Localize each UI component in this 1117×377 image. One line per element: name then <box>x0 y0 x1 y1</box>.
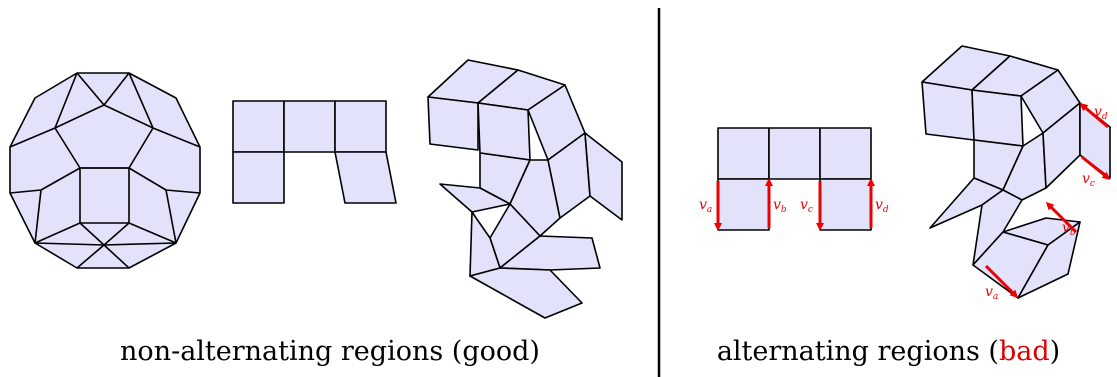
rhombus-tile <box>1017 221 1081 299</box>
vector-d-label: vd <box>875 197 889 215</box>
caption-good: non-alternating regions (good) <box>120 336 540 367</box>
decagon-region <box>9 72 201 269</box>
bad-squares-region: va vb vc vd <box>699 127 889 231</box>
square-tile <box>232 100 285 153</box>
caption-bad: alternating regions (bad) <box>660 336 1117 367</box>
vector-c-label: vc <box>800 197 813 215</box>
square-tile <box>334 100 387 153</box>
rhombus-tile <box>469 267 583 319</box>
caption-bad-suffix: ) <box>1049 336 1061 367</box>
square-tile <box>921 81 975 141</box>
vector-c2-label: vc <box>1082 171 1095 189</box>
square-tile <box>971 89 1024 147</box>
caption-bad-highlight: bad <box>998 336 1050 367</box>
rhombus-tile <box>972 189 1023 266</box>
rhombus-tile <box>334 151 397 204</box>
squares-region <box>232 100 397 204</box>
vector-a2-label: va <box>985 284 998 302</box>
bad-snake-region: va vb vc vd <box>921 45 1111 302</box>
vector-d2-label: vd <box>1094 104 1108 122</box>
snake-region <box>427 59 623 319</box>
rhombus-tile <box>499 235 601 271</box>
decagon-outline <box>9 72 201 269</box>
vector-c2-arrow <box>1081 155 1111 180</box>
vector-b2-arrow <box>1045 201 1078 234</box>
square-tile <box>717 127 770 180</box>
square-tile <box>819 127 872 180</box>
vector-b-label: vb <box>773 197 787 215</box>
square-tile <box>477 102 531 161</box>
rhombus-tile <box>584 132 623 221</box>
vector-d2-arrow <box>1079 103 1109 129</box>
square-tile <box>283 100 336 153</box>
square-tile <box>717 178 770 231</box>
square-tile <box>232 151 285 204</box>
vector-a-label: va <box>699 197 712 215</box>
square-tile <box>427 96 479 151</box>
square-tile <box>768 127 821 180</box>
caption-bad-prefix: alternating regions ( <box>716 336 999 367</box>
vector-b2-label: vb <box>1062 220 1076 238</box>
rhombus-tile <box>1002 132 1047 201</box>
vector-a2-arrow <box>984 264 1019 299</box>
square-tile <box>819 178 872 231</box>
